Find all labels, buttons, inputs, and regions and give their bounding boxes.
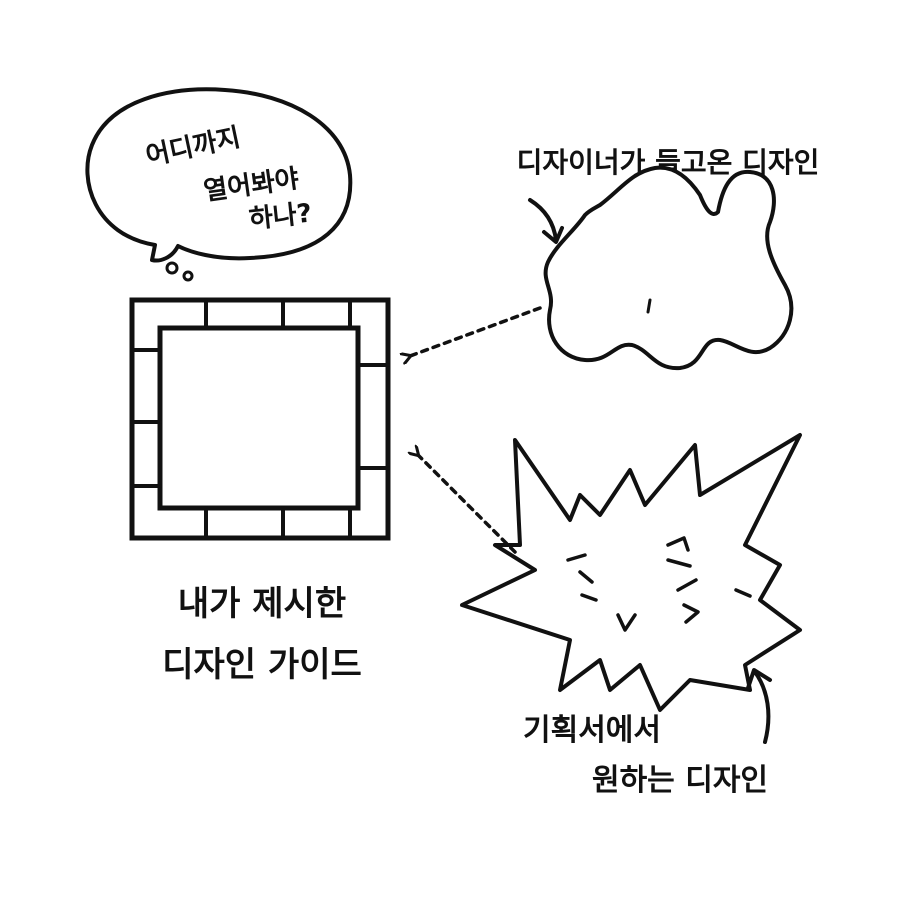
planner-to-guide-arrow [418,455,517,554]
designer-curl-arrowhead [542,226,564,244]
thought-dot-tiny [182,270,194,282]
designer-to-guide-arrow [410,306,542,356]
frame-bricks [130,298,390,540]
designer-blob [543,165,794,371]
guide-caption-line-2: 디자인 가이드 [162,645,362,685]
thought-dot-small [165,261,179,275]
planner-design: 기획서에서 원하는 디자인 [460,433,802,798]
design-guide-frame: 내가 제시한 디자인 가이드 [129,297,391,685]
planner-burst-marks [566,536,752,632]
designer-blob-tick [646,298,652,314]
designer-design: 디자이너가 들고온 디자인 [517,146,819,371]
guide-caption-line-1: 내가 제시한 [178,584,346,624]
thought-bubble-outline [85,87,353,263]
planner-caption-line-1: 기획서에서 [523,713,661,748]
designer-curl-arrow [528,198,558,242]
thought-bubble: 어디까지 열어봐야 하나? [85,87,353,282]
planner-curl-arrowhead [746,668,772,690]
frame-inner [157,325,361,511]
planner-caption-line-2: 원하는 디자인 [592,763,768,798]
thought-line-3: 하나? [248,199,314,235]
planner-curl-arrow [753,670,771,744]
planner-burst [460,433,802,712]
